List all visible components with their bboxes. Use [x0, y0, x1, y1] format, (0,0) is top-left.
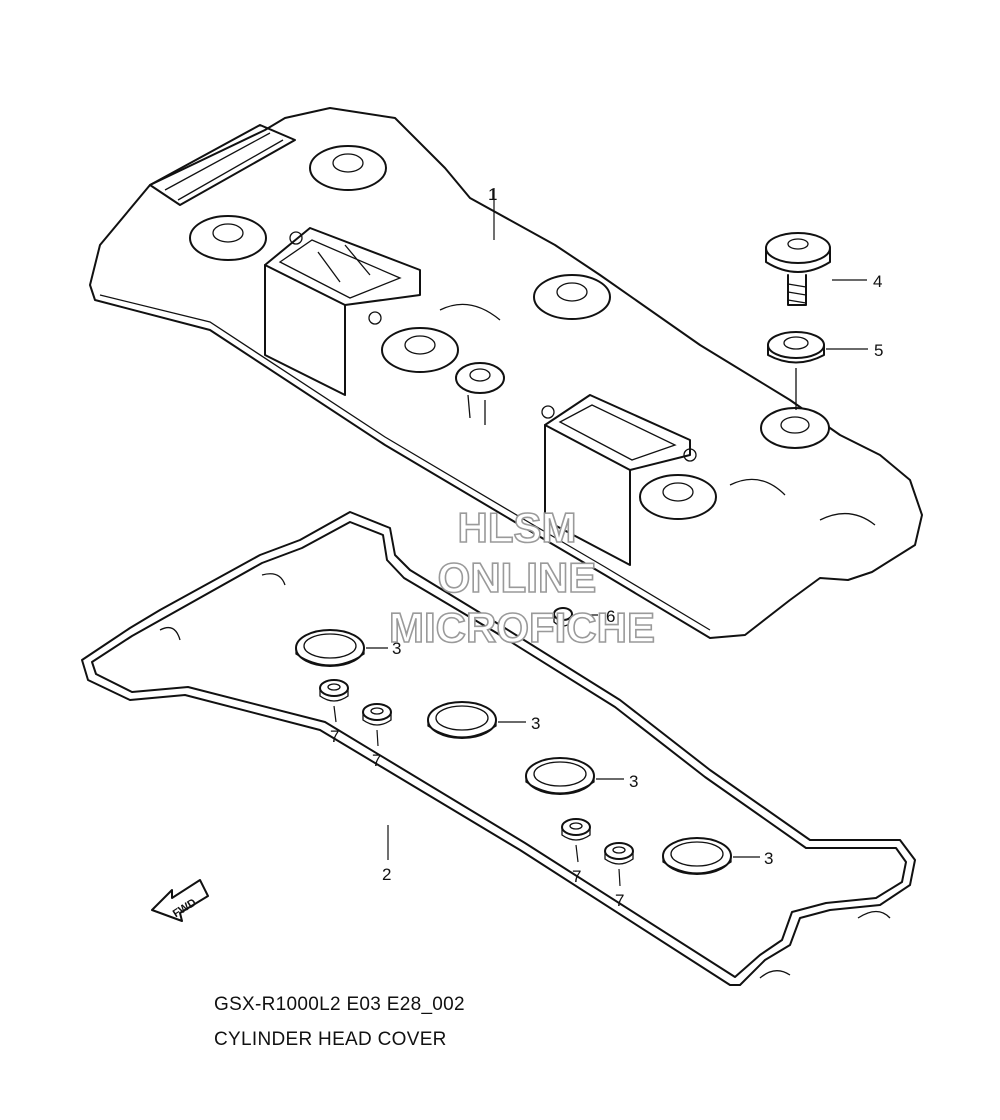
callout-4: 4: [873, 272, 882, 291]
fwd-arrow-icon: FWD: [151, 879, 209, 922]
callout-3c: 3: [629, 772, 638, 791]
callout-1: 1: [488, 185, 497, 204]
callout-2: 2: [382, 865, 391, 884]
bolt-part-4: [765, 232, 831, 306]
cylinder-head-cover: [89, 107, 923, 639]
seals-part-7: [319, 679, 634, 865]
cylinder-head-cover-gasket: [81, 511, 916, 986]
model-code: GSX-R1000L2 E03 E28_002: [214, 994, 465, 1015]
seal-rings-part-3: [295, 629, 732, 875]
grommet-part-6: [553, 607, 573, 627]
callouts: 1 4 5 6 3 3 3 3 7 7 7 7 2: [330, 185, 883, 910]
watermark-line-1: HLSM: [458, 504, 577, 551]
diagram-title: CYLINDER HEAD COVER: [214, 1029, 447, 1050]
callout-7d: 7: [615, 891, 624, 910]
callout-7b: 7: [372, 751, 381, 770]
callout-3d: 3: [764, 849, 773, 868]
callout-3b: 3: [531, 714, 540, 733]
watermark-line-2: ONLINE: [438, 554, 597, 601]
washer-part-5: [767, 331, 825, 410]
callout-3a: 3: [392, 639, 401, 658]
callout-7a: 7: [330, 727, 339, 746]
callout-5: 5: [874, 341, 883, 360]
callout-7c: 7: [572, 867, 581, 886]
watermark-line-3: MICROFICHE: [389, 604, 655, 651]
leader-lines: [333, 188, 868, 887]
watermark: HLSM ONLINE MICROFICHE: [388, 503, 656, 652]
callout-6: 6: [606, 607, 615, 626]
